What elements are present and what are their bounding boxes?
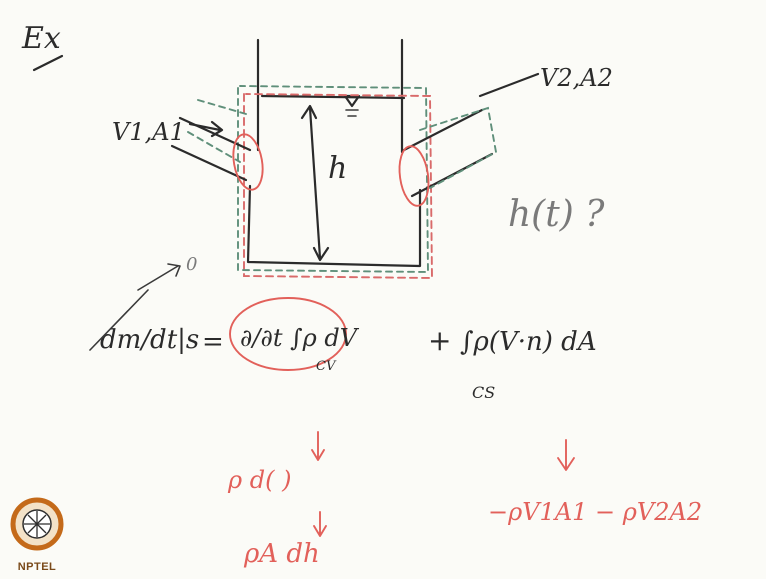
red-working-left: ρ d( ) ρA dh [227, 431, 327, 569]
red-left-bottom: ρA dh [243, 539, 320, 569]
zero-arrow [137, 263, 181, 291]
partial-term: ∂/∂t ∫ρ dV [240, 324, 360, 352]
question-text: h(t) ? [508, 194, 605, 235]
inlet-pipe [170, 99, 264, 191]
zero-mark: 0 [186, 254, 197, 275]
outlet-pipe [398, 72, 540, 207]
control-volume-green [237, 85, 429, 273]
height-arrow [300, 104, 330, 262]
red-right: −ρV1A1 − ρV2A2 [488, 498, 702, 526]
lhs-dm-dt: dm/dt|s [100, 325, 199, 355]
inlet-label: V1,A1 [112, 118, 185, 146]
outlet-label: V2,A2 [540, 64, 613, 92]
conservation-equation: dm/dt|s = ∂/∂t ∫ρ dV CV + ∫ρ(V·n) dA CS [89, 289, 597, 402]
partial-term-circle [229, 297, 347, 371]
nptel-logo [8, 494, 66, 574]
cv-subscript: CV [316, 359, 337, 374]
nptel-wordmark: NPTEL [17, 561, 57, 573]
logo-wheel-spokes [24, 511, 50, 537]
equals-sign: = [202, 327, 224, 357]
example-underline [32, 54, 64, 72]
example-label: Ex [21, 21, 61, 56]
plus-sign: + [428, 324, 451, 357]
red-working-right: −ρV1A1 − ρV2A2 [488, 439, 702, 526]
cs-subscript: CS [472, 383, 495, 402]
red-left-top: ρ d( ) [227, 466, 291, 494]
height-label: h [328, 151, 347, 186]
lhs-strike [89, 289, 149, 351]
flux-term: ∫ρ(V·n) dA [460, 327, 597, 357]
control-volume-red [243, 93, 433, 279]
nptel-emblem [10, 497, 64, 551]
